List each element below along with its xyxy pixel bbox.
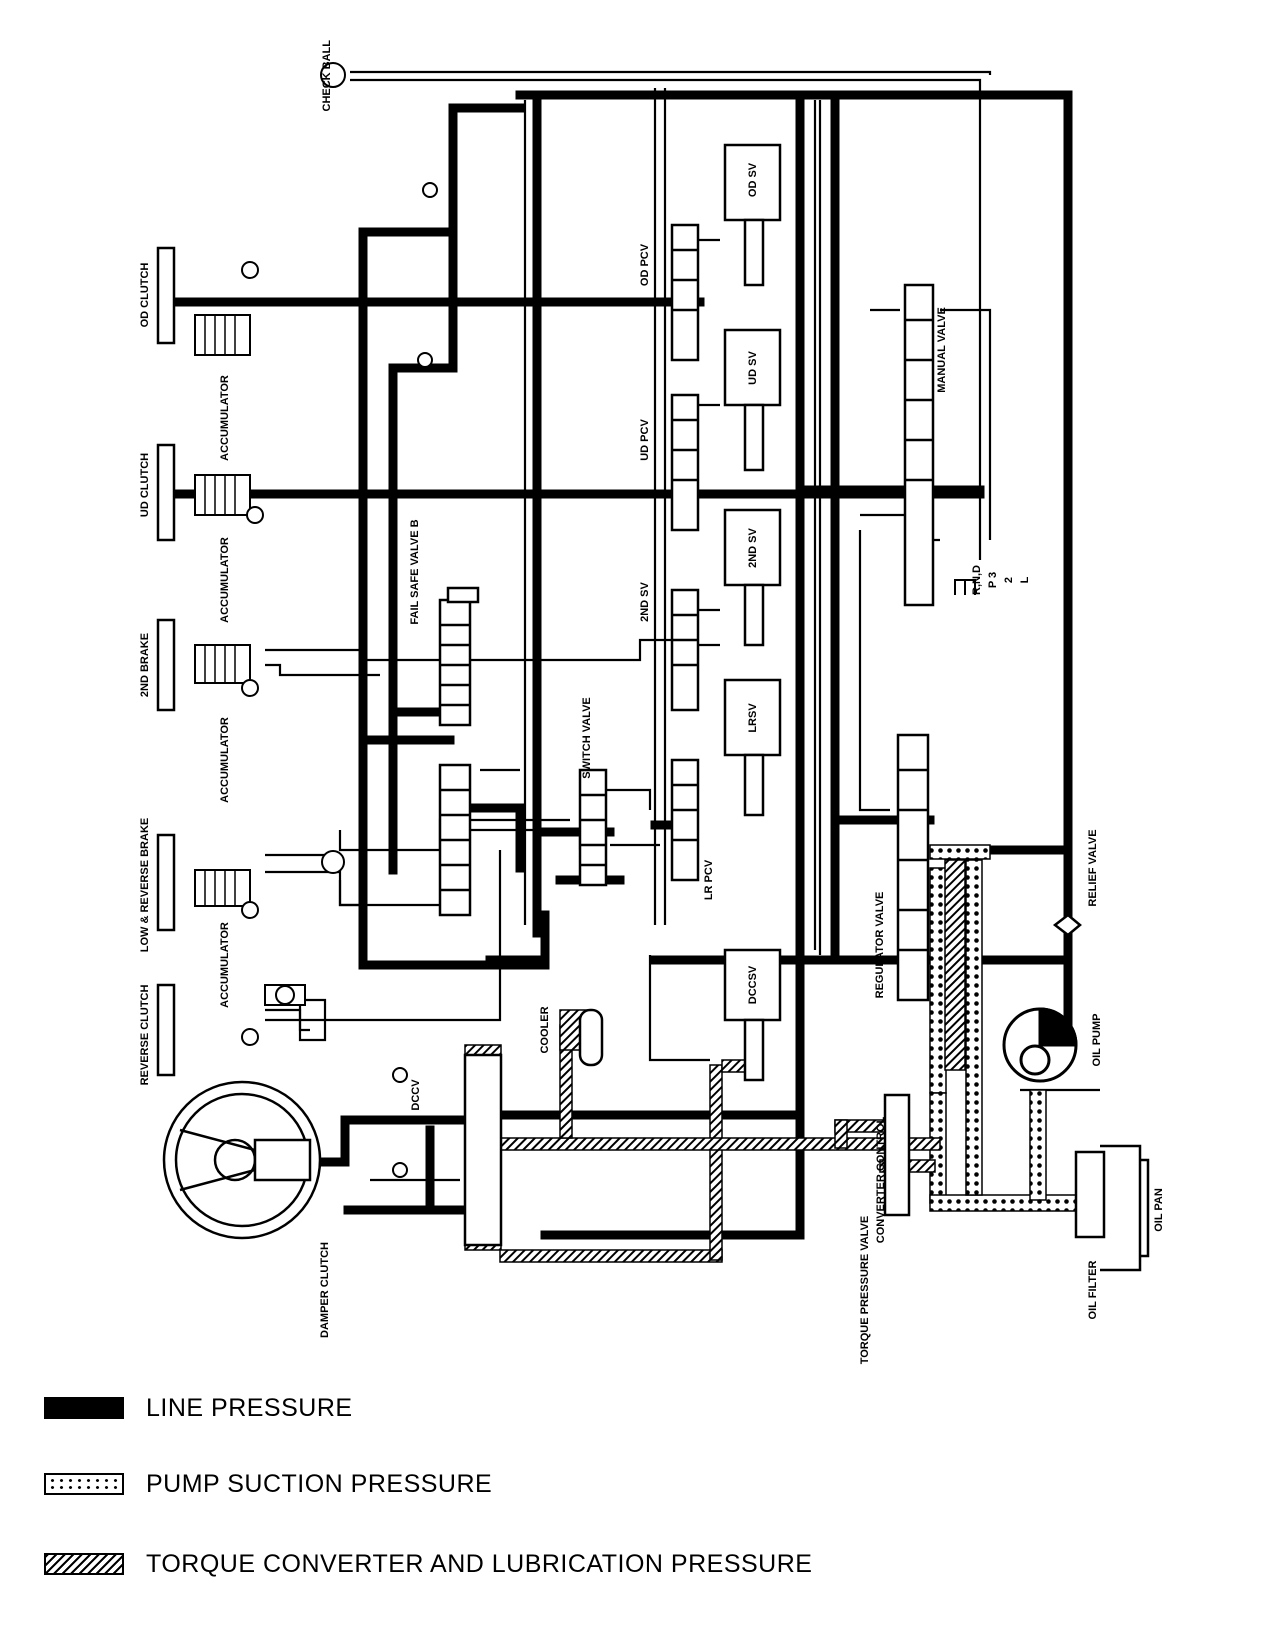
regulator-valve-body — [896, 733, 930, 1002]
legend-row-line-pressure: LINE PRESSURE — [44, 1391, 353, 1425]
component-labels: CHECK BALL OD CLUTCH UD CLUTCH 2ND BRAKE… — [139, 40, 1165, 1365]
label-damper-clutch: DAMPER CLUTCH — [319, 1242, 331, 1338]
label-cooler: COOLER — [539, 1006, 551, 1053]
label-lrsv: LRSV — [747, 703, 759, 733]
oil-pan — [1100, 1144, 1150, 1272]
label-converter-control: CONVERTER CONTROL — [875, 1116, 887, 1243]
check-balls — [241, 62, 438, 1178]
label-ud-pcv: UD PCV — [639, 419, 651, 461]
label-2nd-brake: 2ND BRAKE — [139, 633, 151, 697]
fail-safe-valve-a — [438, 763, 472, 917]
torque-converter — [162, 1080, 322, 1240]
legend-label-pump-suction: PUMP SUCTION PRESSURE — [146, 1469, 493, 1498]
label-manual-valve: MANUAL VALVE — [936, 307, 948, 393]
cooler — [578, 1008, 604, 1067]
label-accumulator-1: ACCUMULATOR — [219, 375, 231, 461]
label-ud-clutch: UD CLUTCH — [139, 453, 151, 517]
legend-label-line-pressure: LINE PRESSURE — [146, 1393, 353, 1422]
label-dccsv: DCCSV — [747, 965, 759, 1004]
oil-filter — [1074, 1150, 1106, 1239]
label-oil-pump: OIL PUMP — [1091, 1014, 1103, 1067]
label-shift-2: 2 — [1003, 577, 1015, 583]
label-oil-pan: OIL PAN — [1153, 1188, 1165, 1232]
label-shift-p3: P 3 — [987, 572, 999, 588]
label-check-ball: CHECK BALL — [321, 40, 333, 112]
shift-position-symbol — [954, 579, 976, 595]
relief-valve — [1052, 913, 1082, 937]
label-od-pcv: OD PCV — [639, 243, 651, 286]
label-accumulator-2: ACCUMULATOR — [219, 537, 231, 623]
legend-row-pump-suction: PUMP SUCTION PRESSURE — [44, 1467, 492, 1501]
pump-suction-passages — [929, 844, 1105, 1235]
pump-suction-swatch — [44, 1473, 124, 1495]
hydraulic-circuit-diagram: CHECK BALL OD CLUTCH UD CLUTCH 2ND BRAKE… — [139, 40, 1165, 1365]
label-regulator-valve: REGULATOR VALVE — [874, 892, 886, 999]
pressure-control-valves — [670, 223, 700, 882]
label-reverse-clutch: REVERSE CLUTCH — [139, 985, 151, 1086]
label-od-sv: OD SV — [747, 162, 759, 197]
oil-pump — [1002, 1007, 1078, 1083]
damper-clutch-valve-body — [463, 1053, 503, 1247]
manual-valve-body — [903, 283, 935, 607]
switch-valve — [578, 768, 608, 887]
legend-label-torque-converter: TORQUE CONVERTER AND LUBRICATION PRESSUR… — [146, 1549, 813, 1578]
clutch-blocks — [156, 246, 176, 1077]
torque-pressure-valve-body — [883, 1093, 911, 1217]
label-accumulator-4: ACCUMULATOR — [219, 922, 231, 1008]
label-ud-sv: UD SV — [747, 351, 759, 385]
label-low-reverse-brake: LOW & REVERSE BRAKE — [139, 818, 151, 952]
label-relief-valve: RELIEF VALVE — [1087, 829, 1099, 906]
line-pressure-swatch — [44, 1397, 124, 1419]
label-fail-safe-valve-b: FAIL SAFE VALVE B — [409, 519, 421, 624]
label-shift-rnd: R,N,D — [971, 565, 983, 595]
solenoid-valves — [723, 143, 782, 1082]
label-switch-valve: SWITCH VALVE — [581, 697, 593, 778]
label-oil-filter: OIL FILTER — [1087, 1261, 1099, 1320]
label-2nd-sv-box: 2ND SV — [747, 527, 759, 567]
label-torque-pressure-valve: TORQUE PRESSURE VALVE — [859, 1216, 871, 1365]
legend-row-torque-converter: TORQUE CONVERTER AND LUBRICATION PRESSUR… — [44, 1547, 812, 1581]
label-accumulator-3: ACCUMULATOR — [219, 717, 231, 803]
label-2nd-sv-left: 2ND SV — [639, 581, 651, 621]
label-shift-l: L — [1019, 576, 1031, 583]
torque-converter-swatch — [44, 1553, 124, 1575]
label-lr-pcv: LR PCV — [703, 859, 715, 900]
label-od-clutch: OD CLUTCH — [139, 263, 151, 328]
fail-safe-valve-b — [438, 586, 480, 727]
label-dccv: DCCV — [410, 1079, 422, 1111]
